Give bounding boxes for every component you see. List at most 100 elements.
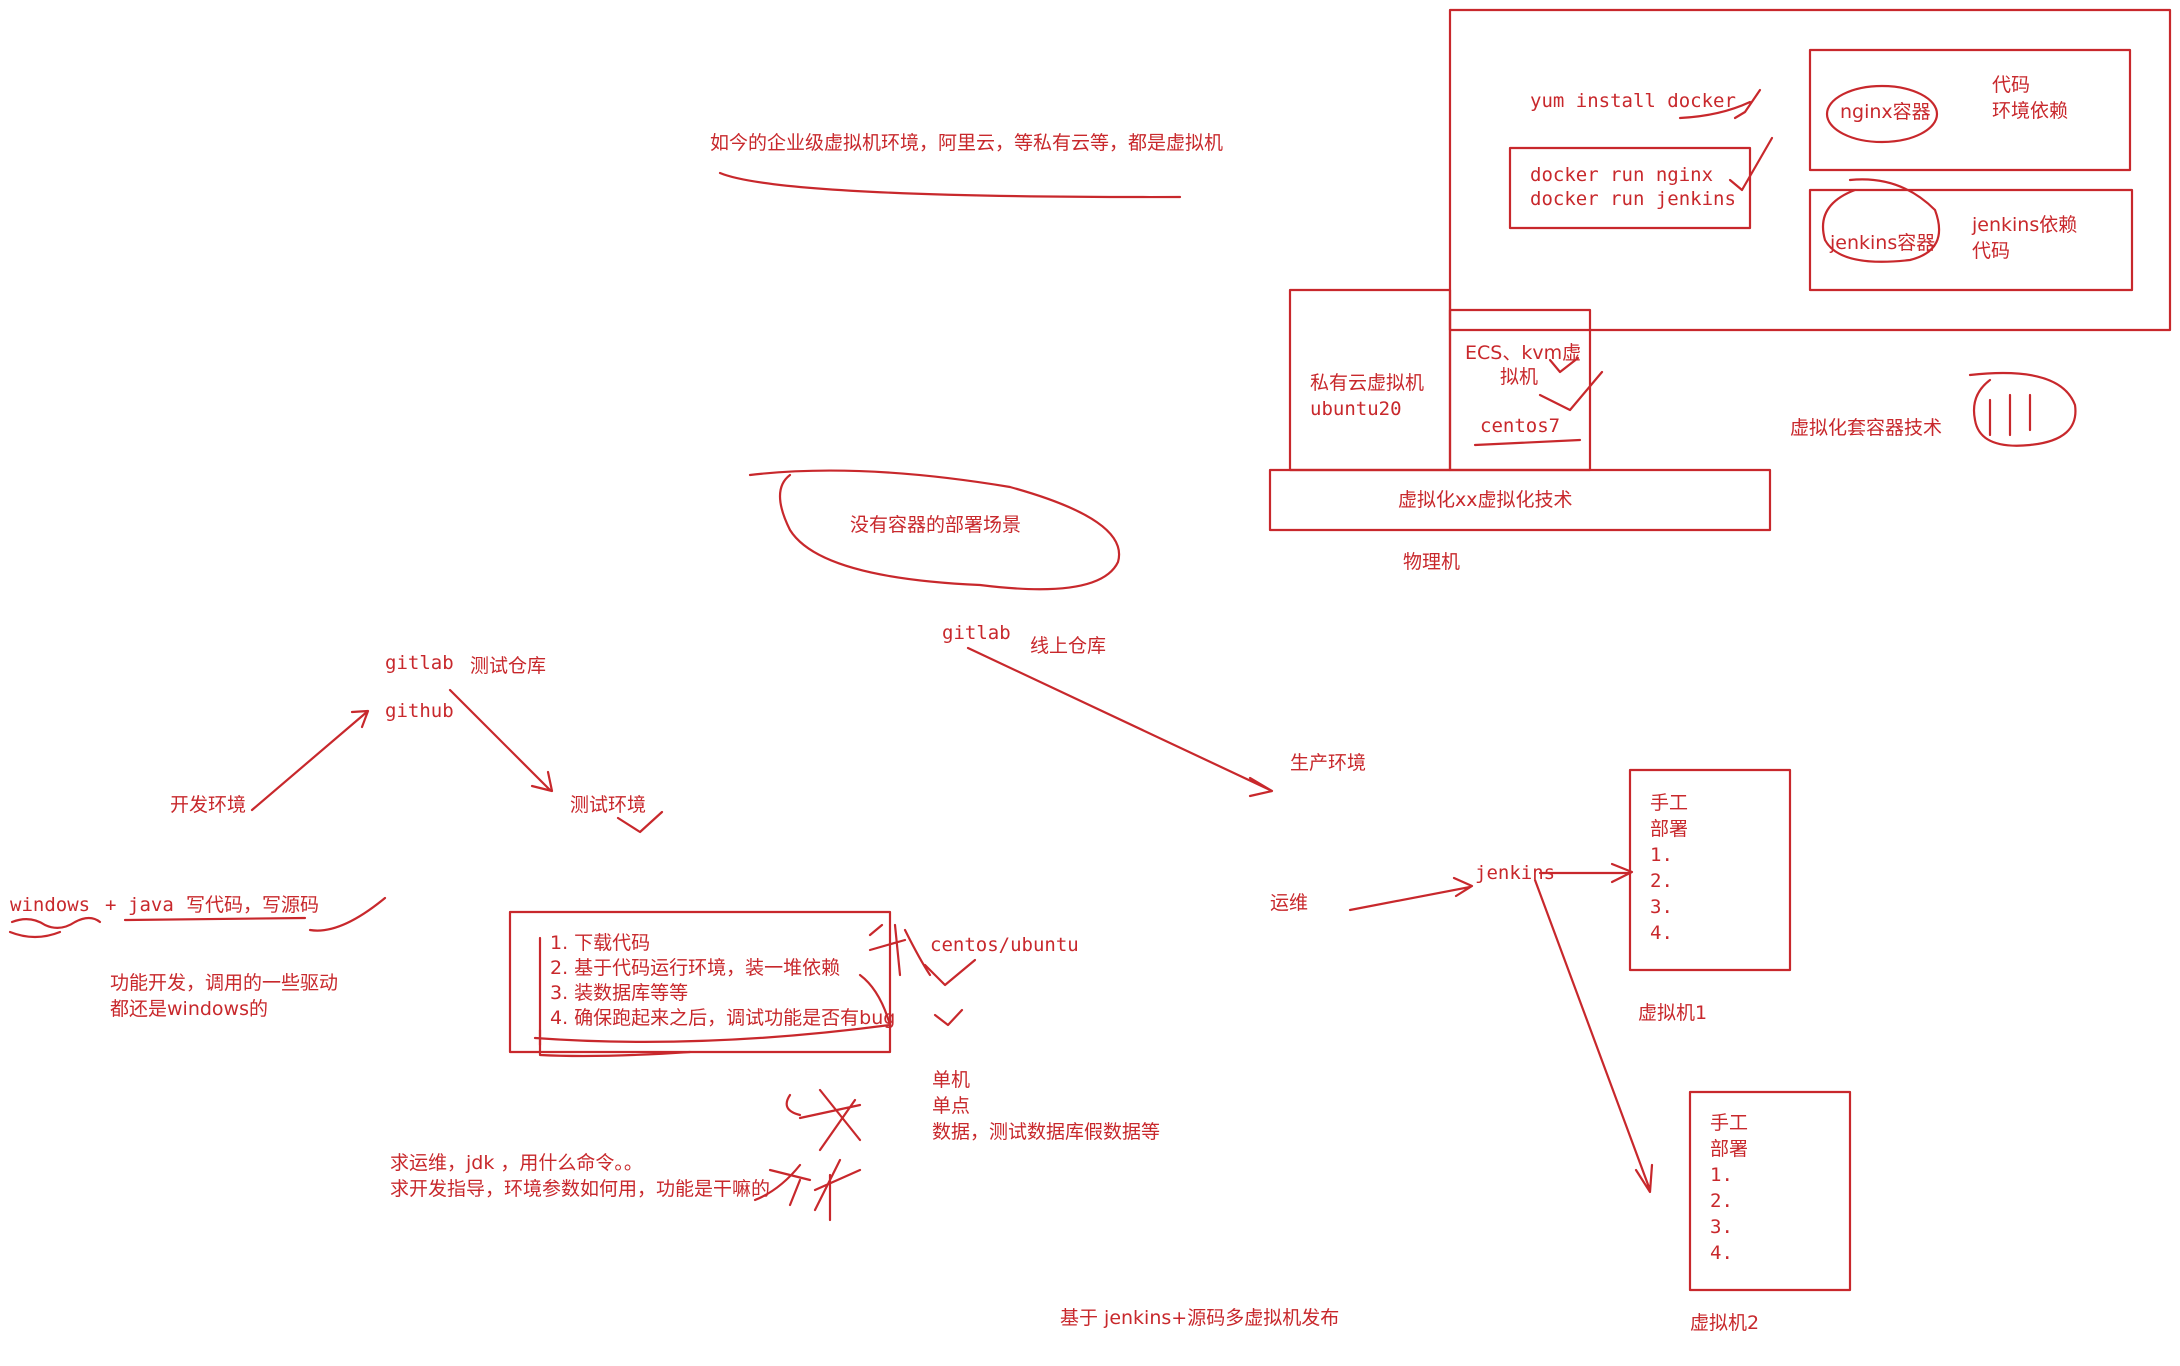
vm1-item-1: 1. xyxy=(1650,844,1673,866)
check-centos-2 xyxy=(933,1008,964,1027)
single-line-2: 单点 xyxy=(932,1095,971,1117)
arrow-jenkins-to-vm1 xyxy=(1538,862,1634,884)
jenkins-dep-label: jenkins依赖 xyxy=(1972,214,2078,236)
check-yum xyxy=(1678,88,1762,120)
vm1-box xyxy=(1628,768,1792,972)
jenkins-box xyxy=(1808,188,2134,292)
gitlab-test-label: gitlab xyxy=(385,652,454,674)
vm1-item-4: 4. xyxy=(1650,922,1673,944)
squiggle-windows xyxy=(10,916,102,929)
ops-label: 运维 xyxy=(1270,892,1309,914)
check-java xyxy=(308,896,387,932)
arrow-dev-to-gitlab xyxy=(250,709,370,812)
docker-run-box xyxy=(1508,146,1752,230)
physical-machine-label: 物理机 xyxy=(1403,551,1461,573)
check-test-env xyxy=(616,810,664,834)
step-3: 3. 装数据库等等 xyxy=(550,982,689,1004)
vm2-content: 手工 部署 1. 2. 3. 4. xyxy=(1710,1110,1748,1266)
vm2-box xyxy=(1688,1090,1852,1292)
vm1-content: 手工 部署 1. 2. 3. 4. xyxy=(1650,790,1688,946)
vm2-item-4: 4. xyxy=(1710,1242,1733,1264)
ecs-box xyxy=(1448,308,1592,472)
test-repo-label: 测试仓库 xyxy=(470,655,547,677)
java-label: java xyxy=(128,894,174,916)
arrow-gitlab-to-prod xyxy=(966,646,1274,798)
gitlab-online-label: gitlab xyxy=(942,622,1011,644)
driver-line-1: 功能开发，调用的一些驱动 xyxy=(110,972,339,994)
windows-label: windows xyxy=(10,894,91,916)
arrow-jenkins-to-vm2 xyxy=(1533,878,1654,1194)
online-repo-label: 线上仓库 xyxy=(1030,635,1107,657)
underline-enterprise xyxy=(718,171,1182,199)
step-1: 1. 下载代码 xyxy=(550,932,651,954)
ask-dev-line: 求开发指导，环境参数如何用，功能是干嘛的 xyxy=(390,1178,771,1200)
private-vm-line-1: 私有云虚拟机 xyxy=(1310,372,1425,394)
single-line-3: 数据，测试数据库假数据等 xyxy=(932,1121,1161,1143)
virt-tech-label: 虚拟化xx虚拟化技术 xyxy=(1398,489,1573,511)
ellipse-no-container xyxy=(748,469,1121,591)
prod-env-label: 生产环境 xyxy=(1290,752,1367,774)
step-2: 2. 基于代码运行环境，装一堆依赖 xyxy=(550,957,841,979)
nginx-env-dep-label: 环境依赖 xyxy=(1992,100,2069,122)
single-line-1: 单机 xyxy=(932,1069,971,1091)
vm2-label: 虚拟机2 xyxy=(1690,1312,1760,1334)
jenkins-code-label: 代码 xyxy=(1972,240,2011,262)
no-container-title: 没有容器的部署场景 xyxy=(850,514,1022,536)
vm2-item-1: 1. xyxy=(1710,1164,1733,1186)
underline-java xyxy=(123,916,307,922)
arrow-gitlab-to-test xyxy=(448,688,554,793)
squiggle-windows-2 xyxy=(8,930,62,939)
enterprise-note: 如今的企业级虚拟机环境，阿里云，等私有云等，都是虚拟机 xyxy=(710,132,1224,154)
yum-install-cmd: yum install docker xyxy=(1530,90,1736,112)
check-centos7 xyxy=(1538,370,1604,412)
steps-box xyxy=(508,910,892,1054)
vm2-title-2: 部署 xyxy=(1710,1138,1749,1160)
virt-container-label: 虚拟化套容器技术 xyxy=(1790,417,1943,439)
centos-ubuntu-label: centos/ubuntu xyxy=(930,934,1079,956)
icon-lll-ellipse xyxy=(1968,371,2077,447)
stroke-gai xyxy=(753,1158,862,1222)
arrow-ops-to-jenkins xyxy=(1348,876,1474,912)
virt-base-box xyxy=(1268,468,1772,532)
dev-env-label: 开发环境 xyxy=(170,794,247,816)
centos7-label: centos7 xyxy=(1480,415,1561,437)
stroke-cheng xyxy=(868,923,932,977)
nginx-code-label: 代码 xyxy=(1992,74,2031,96)
underline-centos7 xyxy=(1473,438,1582,447)
plus-sign: + xyxy=(105,894,117,916)
check-docker-run xyxy=(1728,136,1774,192)
vm2-title-1: 手工 xyxy=(1710,1112,1749,1134)
stroke-tian xyxy=(785,1088,862,1152)
private-vm-line-2: ubuntu20 xyxy=(1310,398,1402,420)
icon-lll-bars xyxy=(1988,393,2032,437)
write-code-label: 写代码，写源码 xyxy=(186,894,320,916)
jenkins-label: jenkins xyxy=(1475,862,1556,884)
vm1-item-2: 2. xyxy=(1650,870,1673,892)
bottom-caption: 基于 jenkins+源码多虚拟机发布 xyxy=(1060,1307,1340,1329)
steps-bracket xyxy=(538,936,692,1058)
docker-run-jenkins-cmd: docker run jenkins xyxy=(1530,188,1736,210)
jenkins-circle xyxy=(1821,178,1941,263)
driver-line-2: 都还是windows的 xyxy=(110,998,268,1020)
ecs-line-1: ECS、kvm虚 xyxy=(1465,342,1582,364)
step-4: 4. 确保跑起来之后，调试功能是否有bug xyxy=(550,1007,896,1029)
nginx-circle xyxy=(1825,84,1939,144)
nginx-container-label: nginx容器 xyxy=(1840,101,1931,123)
vm1-title-1: 手工 xyxy=(1650,792,1689,814)
jenkins-container-label: jenkins容器 xyxy=(1830,232,1936,254)
check-centos-1 xyxy=(923,958,977,987)
ecs-line-2: 拟机 xyxy=(1500,366,1539,388)
test-env-label: 测试环境 xyxy=(570,794,647,816)
steps-underline xyxy=(533,973,892,1043)
outer-docker-box xyxy=(1448,8,2172,332)
vm2-item-2: 2. xyxy=(1710,1190,1733,1212)
ask-ops-line: 求运维，jdk ，用什么命令。。 xyxy=(390,1152,643,1174)
nginx-box xyxy=(1808,48,2132,172)
vm1-title-2: 部署 xyxy=(1650,818,1689,840)
steps-list: 1. 下载代码 2. 基于代码运行环境，装一堆依赖 3. 装数据库等等 4. 确… xyxy=(550,930,895,1030)
check-kvm xyxy=(1548,356,1580,374)
vm1-item-3: 3. xyxy=(1650,896,1673,918)
vm2-item-3: 3. xyxy=(1710,1216,1733,1238)
vm1-label: 虚拟机1 xyxy=(1638,1002,1708,1024)
